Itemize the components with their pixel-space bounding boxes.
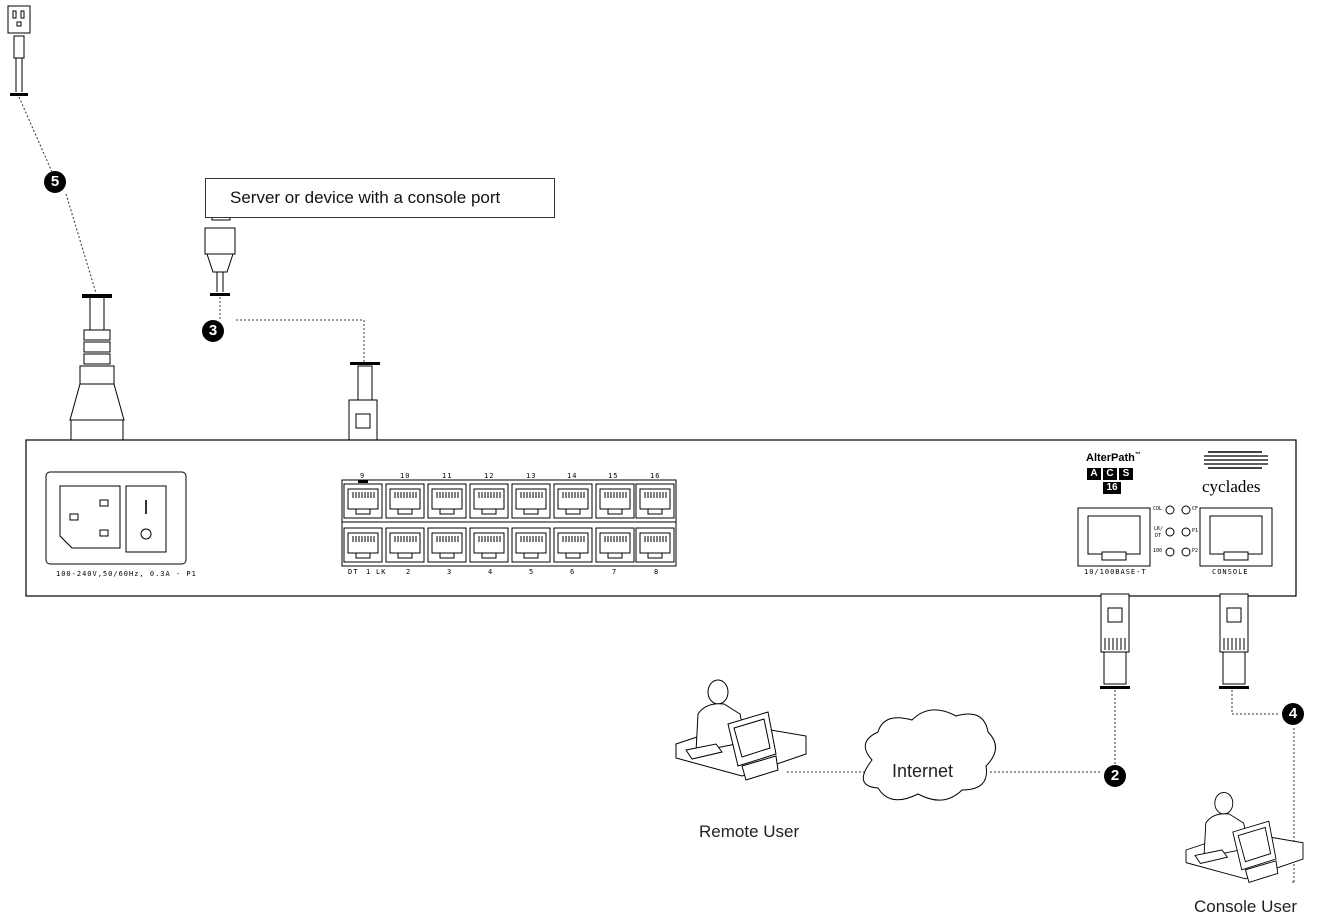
port-number: 12 (484, 472, 495, 480)
rj45-plug-port9-icon (348, 362, 380, 459)
callout-2: 2 (1104, 765, 1126, 787)
acs-letter-c: C (1103, 468, 1117, 480)
alterpath-brand: AlterPath™ (1086, 452, 1141, 464)
internet-cloud-icon (862, 709, 996, 801)
callout-3: 3 (202, 320, 224, 342)
wall-outlet-icon (7, 5, 31, 96)
status-leds (1165, 505, 1191, 557)
power-switch[interactable] (125, 485, 167, 553)
led-label-cf: CF (1192, 506, 1199, 512)
port-number: 3 (447, 568, 453, 576)
port-number: 1 (366, 568, 372, 576)
port-number: 13 (526, 472, 537, 480)
port-number: 7 (612, 568, 618, 576)
led-label-p2: P2 (1192, 548, 1199, 554)
console-port-label: CONSOLE (1212, 568, 1249, 576)
cyclades-logo-icon (1204, 451, 1268, 469)
port-number: 10 (400, 472, 411, 480)
led-label-100: 100 (1153, 548, 1163, 554)
port-number: 9 (360, 472, 366, 480)
port-label-lk: LK (376, 568, 387, 576)
callout-5: 5 (44, 171, 66, 193)
remote-user-icon (675, 679, 807, 781)
server-device-box: Server or device with a console port (205, 178, 555, 218)
console-user-label: Console User (1194, 897, 1297, 916)
port-number: 14 (567, 472, 578, 480)
acs-letter-a: A (1087, 468, 1101, 480)
console-user-icon (1185, 791, 1304, 883)
ethernet-port-label: 10/100BASE-T (1084, 568, 1147, 576)
port-number: 11 (442, 472, 453, 480)
remote-user-label: Remote User (699, 822, 800, 841)
port-number: 6 (570, 568, 576, 576)
connection-lines (18, 96, 1295, 883)
power-spec-label: 100-240V,50/60Hz, 0.3A - P1 (56, 570, 197, 578)
led-label-col: COL (1153, 506, 1163, 512)
port-number: 8 (654, 568, 660, 576)
port-number: 15 (608, 472, 619, 480)
db9-connector-icon (204, 213, 236, 296)
acs-model: 16 (1103, 482, 1121, 494)
server-label: Server or device with a console port (230, 188, 501, 207)
ethernet-port[interactable] (1077, 507, 1151, 567)
port-number: 5 (529, 568, 535, 576)
port-number: 16 (650, 472, 661, 480)
acs-letter-s: S (1119, 468, 1133, 480)
callout-4: 4 (1282, 703, 1304, 725)
cyclades-wordmark: cyclades (1202, 477, 1261, 496)
console-cable-plug-icon (1219, 593, 1249, 689)
port-label-dt: DT (348, 568, 359, 576)
port-number: 2 (406, 568, 412, 576)
internet-label: Internet (892, 761, 954, 781)
console-port[interactable] (1199, 507, 1273, 567)
ethernet-cable-plug-icon (1100, 593, 1130, 689)
led-label-p1: P1 (1192, 528, 1199, 534)
port-number: 4 (488, 568, 494, 576)
led-label-dt: DT (1155, 533, 1162, 539)
led-label-lk: LK/ (1154, 526, 1164, 532)
